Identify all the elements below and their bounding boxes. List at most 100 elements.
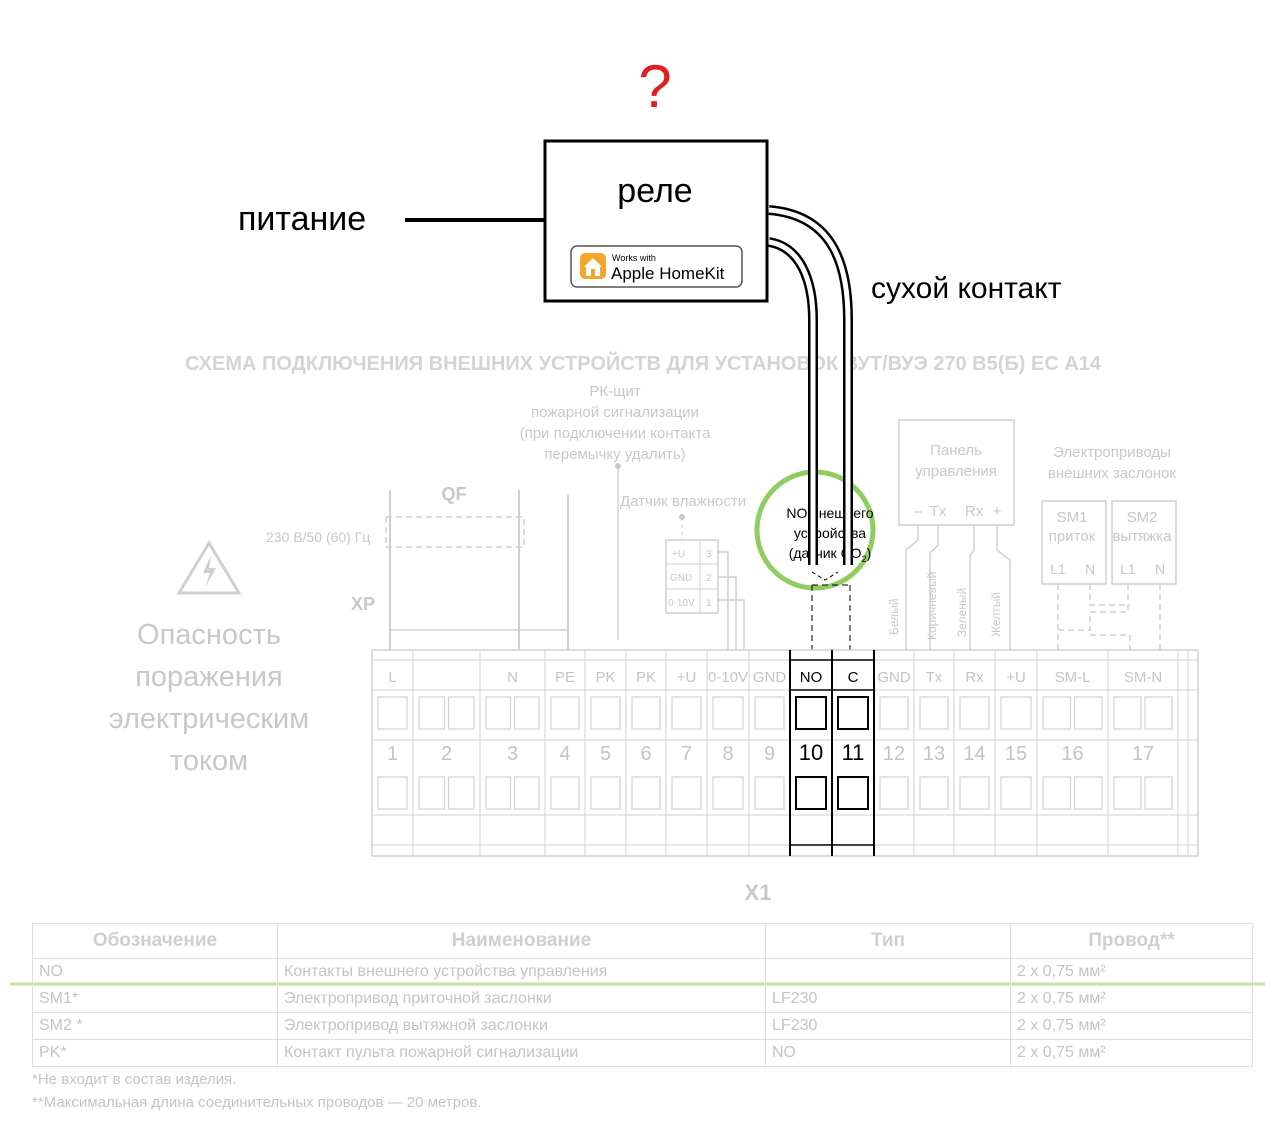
terminal-screw — [631, 776, 661, 810]
terminal-number: 9 — [764, 743, 775, 765]
terminal-screw — [879, 696, 909, 730]
terminal-number: 16 — [1061, 743, 1083, 765]
terminal-screw — [1073, 696, 1103, 730]
table-cell: Контакты внешнего устройства управления — [277, 958, 766, 986]
terminal-screw — [754, 776, 785, 810]
table-cell: SM1* — [32, 985, 278, 1013]
sm1-label: SM1 — [1057, 509, 1088, 526]
sm2-sub: вытяжка — [1112, 528, 1172, 545]
terminal-header: Tx — [926, 669, 943, 686]
control-panel: Панель управления – Tx Rx + Белый Коричн… — [887, 419, 1015, 650]
danger-line3: электрическим — [109, 703, 309, 735]
terminal-header: C — [848, 669, 859, 686]
wire-yellow: Желтый — [989, 592, 1003, 637]
sensor-num-3: 3 — [706, 549, 712, 560]
table-cell: 2 х 0,75 мм² — [1010, 1039, 1253, 1067]
footnote: *Не входит в состав изделия. — [32, 1071, 237, 1088]
terminal-screw — [837, 776, 869, 810]
table-row: SM1* Электропривод приточной заслонки LF… — [32, 985, 1253, 1013]
fire-panel-label: РК-щит пожарной сигнализации (при подклю… — [520, 383, 711, 463]
fire-panel-line2: пожарной сигнализации — [531, 404, 699, 421]
terminal-screw — [1000, 696, 1032, 730]
terminal-screw — [550, 696, 580, 730]
terminal-number: 15 — [1005, 743, 1027, 765]
table-cell: NO — [32, 958, 278, 986]
table-cell — [765, 958, 1011, 986]
terminal-screw — [1144, 696, 1173, 730]
actuators: Электроприводы внешних заслонок SM1 прит… — [1041, 444, 1177, 650]
table-cell: Электропривод приточной заслонки — [277, 985, 766, 1013]
terminal-header: N — [507, 669, 518, 686]
control-panel-title1: Панель — [930, 442, 982, 459]
terminal-number: 6 — [640, 743, 651, 765]
sensor-num-1: 1 — [706, 598, 712, 609]
terminal-block-label: X1 — [745, 880, 772, 905]
terminal-header: +U — [1006, 669, 1026, 686]
terminal-screw — [447, 696, 475, 730]
table-row: PK* Контакт пульта пожарной сигнализации… — [32, 1039, 1253, 1067]
terminal-screw — [1042, 696, 1072, 730]
terminal-screw — [377, 696, 408, 730]
actuators-title1: Электроприводы — [1053, 444, 1171, 461]
ext-device-line1: NO внешнего — [786, 505, 873, 521]
table-cell: 2 х 0,75 мм² — [1010, 985, 1253, 1013]
cp-pin-minus: – — [914, 503, 923, 520]
ext-device-line2: устройства — [794, 525, 866, 541]
cp-pin-plus: + — [993, 503, 1002, 520]
table-cell: 2 х 0,75 мм² — [1010, 958, 1253, 986]
terminal-screw — [879, 776, 909, 810]
relay-label: реле — [617, 172, 692, 210]
mains-label: 230 В/50 (60) Гц — [266, 529, 370, 545]
sm1-pin-l1: L1 — [1050, 561, 1066, 577]
homekit-badge: Works with Apple HomeKit — [570, 245, 743, 288]
terminal-number: 11 — [842, 740, 865, 765]
control-panel-title2: управления — [915, 463, 997, 480]
table-row: SM2 * Электропривод вытяжной заслонки LF… — [32, 1012, 1253, 1040]
dry-contact-label: сухой контакт — [871, 272, 1062, 305]
table-cell: PK* — [32, 1039, 278, 1067]
table-cell: SM2 * — [32, 1012, 278, 1040]
footnotes: *Не входит в состав изделия. **Максималь… — [32, 1068, 482, 1114]
actuators-title2: внешних заслонок — [1048, 465, 1177, 482]
wire-white: Белый — [887, 599, 901, 635]
terminal-screw — [795, 696, 827, 730]
terminal-header: +U — [677, 669, 697, 686]
warning-icon — [176, 540, 242, 595]
terminal-screw — [1113, 776, 1142, 810]
terminal-screw — [919, 776, 949, 810]
terminal-header: GND — [877, 669, 911, 686]
humidity-sensor-label: Датчик влажности — [620, 493, 746, 510]
wire-green: Зеленый — [955, 588, 969, 637]
terminal-number: 1 — [387, 743, 398, 765]
sm1-pin-n: N — [1085, 561, 1095, 577]
terminal-screw — [795, 776, 827, 810]
terminal-screw — [1144, 776, 1173, 810]
table-cell: LF230 — [765, 1012, 1011, 1040]
table-header: Провод** — [1010, 923, 1253, 959]
sensor-pin-u: +U — [672, 549, 685, 560]
table-header-row: Обозначение Наименование Тип Провод** — [32, 923, 1253, 959]
terminal-header: 0-10V — [708, 669, 748, 686]
table-cell: NO — [765, 1039, 1011, 1067]
terminal-header: SM-L — [1055, 669, 1091, 686]
terminal-number: 17 — [1132, 743, 1154, 765]
terminal-screw — [590, 776, 621, 810]
terminal-header: PE — [555, 669, 575, 686]
terminal-screw — [671, 776, 702, 810]
table-cell: 2 х 0,75 мм² — [1010, 1012, 1253, 1040]
humidity-sensor-block: +U GND 0-10V 3 2 1 — [665, 514, 745, 650]
home-icon — [580, 253, 606, 279]
table-cell: Контакт пульта пожарной сигнализации — [277, 1039, 766, 1067]
cp-pin-rx: Rx — [965, 503, 984, 520]
terminal-number: 4 — [559, 743, 570, 765]
ext-device-line3: (датчик CO2) — [789, 545, 872, 564]
terminal-number: 13 — [923, 743, 945, 765]
power-label: питание — [238, 200, 366, 238]
terminal-header: PK — [595, 669, 615, 686]
table-cell: LF230 — [765, 985, 1011, 1013]
relay-box: реле Works with Apple HomeKit — [543, 139, 769, 303]
terminal-number: 3 — [507, 743, 518, 765]
terminal-screw — [418, 776, 446, 810]
terminal-header: Rx — [965, 669, 984, 686]
